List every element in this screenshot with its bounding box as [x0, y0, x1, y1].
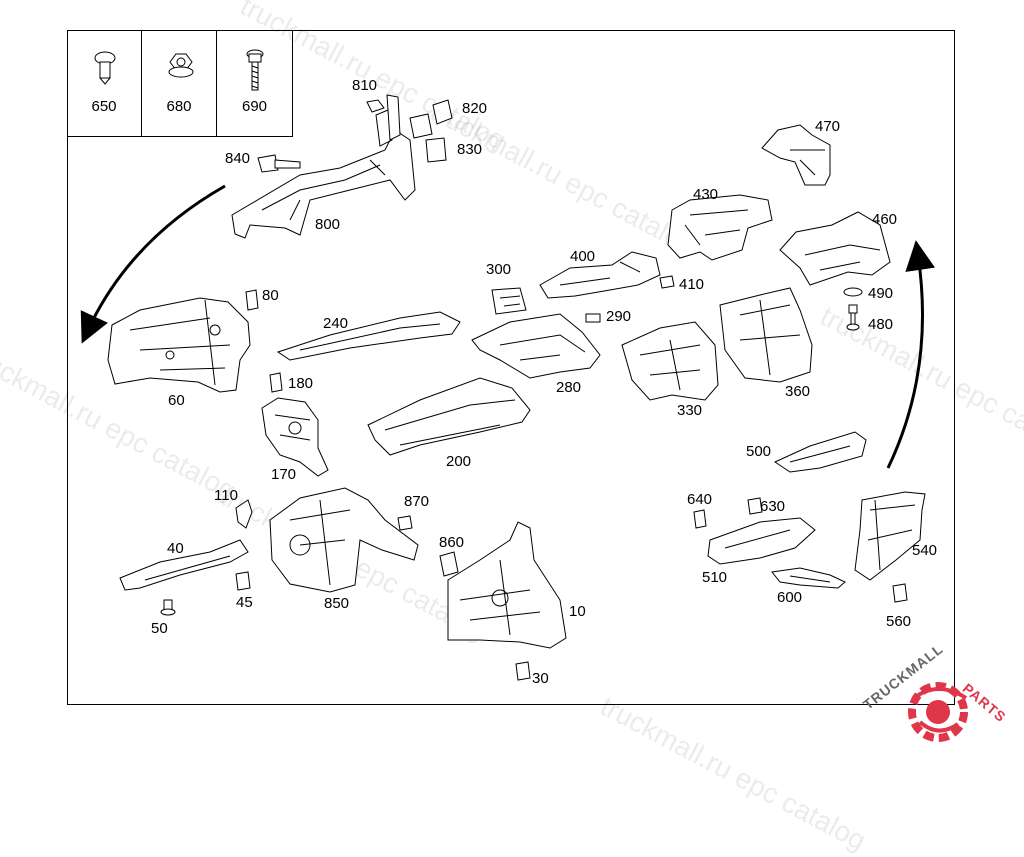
part-860[interactable] [439, 551, 459, 577]
part-850[interactable] [269, 487, 419, 593]
part-label-430[interactable]: 430 [693, 186, 719, 203]
part-label-45[interactable]: 45 [236, 594, 253, 611]
part-290[interactable] [585, 313, 601, 323]
part-label-10[interactable]: 10 [569, 603, 586, 620]
part-400[interactable] [539, 251, 675, 299]
legend-cell-690[interactable]: 690 [217, 30, 292, 136]
part-80[interactable] [245, 289, 259, 311]
part-label-60[interactable]: 60 [168, 392, 185, 409]
part-label-240[interactable]: 240 [323, 315, 349, 332]
part-label-40[interactable]: 40 [167, 540, 184, 557]
clip-icon [94, 51, 116, 85]
part-label-840[interactable]: 840 [225, 150, 251, 167]
part-label-820[interactable]: 820 [462, 100, 488, 117]
part-label-560[interactable]: 560 [886, 613, 912, 630]
legend-label: 680 [166, 98, 192, 115]
part-280[interactable] [471, 313, 601, 379]
part-label-80[interactable]: 80 [262, 287, 279, 304]
part-510[interactable] [707, 517, 816, 565]
part-540[interactable] [854, 491, 926, 581]
hardware-legend: 650 680 690 [67, 30, 293, 137]
part-label-290[interactable]: 290 [606, 308, 632, 325]
part-60[interactable] [107, 297, 251, 393]
parts-drawing [80, 94, 936, 681]
legend-label: 650 [91, 98, 117, 115]
truckmall-parts-logo: TRUCKMALL PARTS [858, 640, 1023, 750]
part-label-300[interactable]: 300 [486, 261, 512, 278]
part-600[interactable] [771, 567, 846, 589]
gear-icon [908, 682, 968, 742]
assembly-arrow-right [886, 240, 936, 469]
bolt-icon [246, 49, 264, 91]
part-label-640[interactable]: 640 [687, 491, 713, 508]
part-label-410[interactable]: 410 [679, 276, 705, 293]
part-label-360[interactable]: 360 [785, 383, 811, 400]
part-870[interactable] [397, 515, 413, 531]
legend-cell-650[interactable]: 650 [67, 30, 142, 136]
part-560[interactable] [892, 583, 908, 603]
part-10[interactable] [447, 521, 567, 649]
part-200[interactable] [367, 377, 531, 456]
part-240[interactable] [276, 311, 461, 361]
part-470[interactable] [761, 124, 831, 186]
part-490-480[interactable] [843, 287, 863, 331]
part-label-110[interactable]: 110 [214, 487, 238, 504]
part-label-460[interactable]: 460 [872, 211, 898, 228]
part-label-200[interactable]: 200 [446, 453, 472, 470]
part-label-180[interactable]: 180 [288, 375, 314, 392]
part-label-600[interactable]: 600 [777, 589, 803, 606]
part-label-280[interactable]: 280 [556, 379, 582, 396]
nut-icon [168, 53, 194, 78]
part-label-490[interactable]: 490 [868, 285, 894, 302]
part-180[interactable] [269, 372, 283, 393]
part-label-50[interactable]: 50 [151, 620, 168, 637]
part-50[interactable] [160, 599, 176, 616]
part-label-480[interactable]: 480 [868, 316, 894, 333]
part-430[interactable] [667, 194, 773, 261]
legend-label: 690 [241, 98, 268, 115]
part-30[interactable] [515, 661, 531, 681]
part-45[interactable] [235, 571, 251, 591]
part-label-400[interactable]: 400 [570, 248, 596, 265]
part-110[interactable] [235, 499, 253, 529]
part-label-830[interactable]: 830 [457, 141, 483, 158]
part-630[interactable] [747, 497, 763, 515]
part-360[interactable] [719, 287, 813, 383]
diagram-frame [67, 30, 955, 705]
part-label-860[interactable]: 860 [439, 534, 465, 551]
part-800-bracket[interactable] [231, 94, 453, 239]
assembly-arrow-left [80, 184, 226, 344]
part-label-510[interactable]: 510 [702, 569, 728, 586]
part-label-630[interactable]: 630 [760, 498, 786, 515]
part-300[interactable] [491, 287, 527, 315]
part-label-850[interactable]: 850 [324, 595, 350, 612]
part-170[interactable] [261, 397, 329, 477]
part-label-470[interactable]: 470 [815, 118, 841, 135]
part-label-30[interactable]: 30 [532, 670, 549, 687]
part-330[interactable] [621, 321, 719, 401]
part-label-330[interactable]: 330 [677, 402, 703, 419]
part-label-870[interactable]: 870 [404, 493, 430, 510]
legend-cell-680[interactable]: 680 [142, 30, 217, 136]
part-640[interactable] [693, 509, 707, 529]
part-label-170[interactable]: 170 [271, 466, 297, 483]
part-40[interactable] [119, 539, 249, 591]
part-label-500[interactable]: 500 [746, 443, 772, 460]
part-460[interactable] [779, 211, 891, 286]
part-500[interactable] [773, 431, 867, 473]
part-label-810[interactable]: 810 [352, 77, 378, 94]
part-label-800[interactable]: 800 [315, 216, 341, 233]
part-label-540[interactable]: 540 [912, 542, 938, 559]
